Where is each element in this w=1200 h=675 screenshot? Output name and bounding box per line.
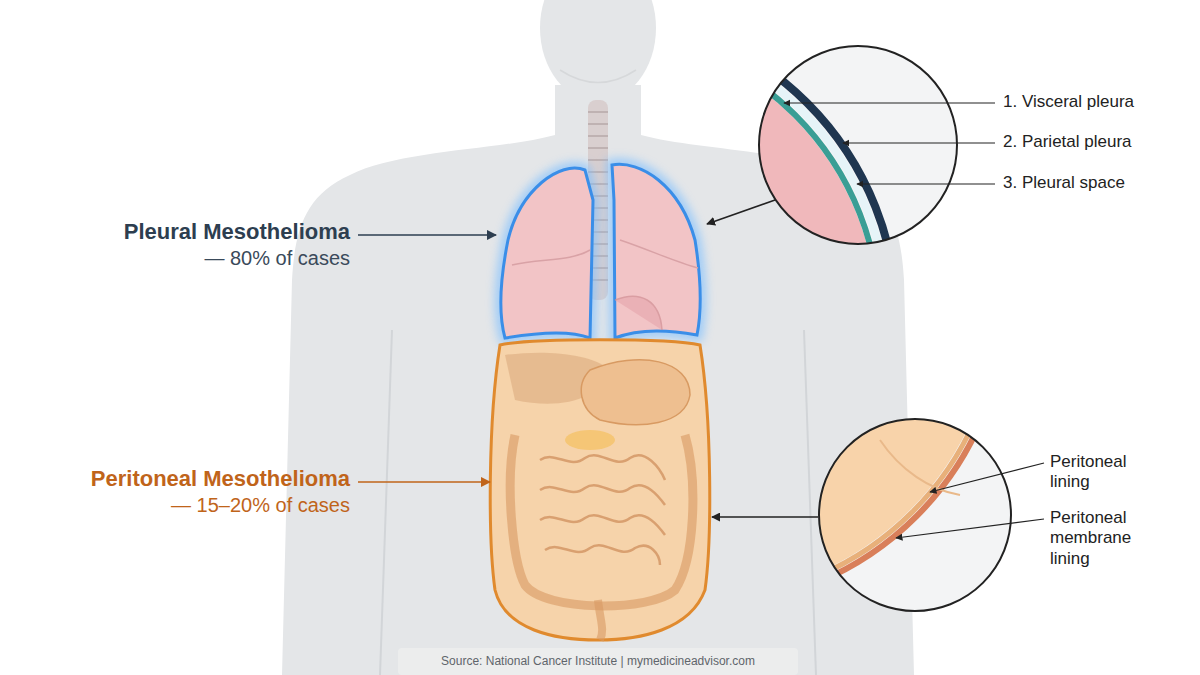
caption-band xyxy=(398,648,798,675)
abdomen xyxy=(490,340,709,640)
peritoneum-magnifier xyxy=(394,0,1044,615)
type-label: — 80% of cases xyxy=(204,246,350,270)
part-label: 1. Visceral pleura xyxy=(1003,92,1134,112)
part-label: 2. Parietal pleura xyxy=(1003,132,1132,152)
type-label: Pleural Mesothelioma xyxy=(124,219,350,245)
type-label: — 15–20% of cases xyxy=(171,493,350,517)
source-caption: Source: National Cancer Institute | myme… xyxy=(398,654,798,668)
part-label: Peritoneal membrane lining xyxy=(1050,508,1158,569)
pointer-arrow xyxy=(358,481,490,483)
pointer-arrow xyxy=(358,234,496,236)
type-label: Peritoneal Mesothelioma xyxy=(91,466,350,492)
part-label: Peritoneal lining xyxy=(1050,452,1158,493)
part-label: 3. Pleural space xyxy=(1003,173,1125,193)
lungs xyxy=(501,164,700,338)
